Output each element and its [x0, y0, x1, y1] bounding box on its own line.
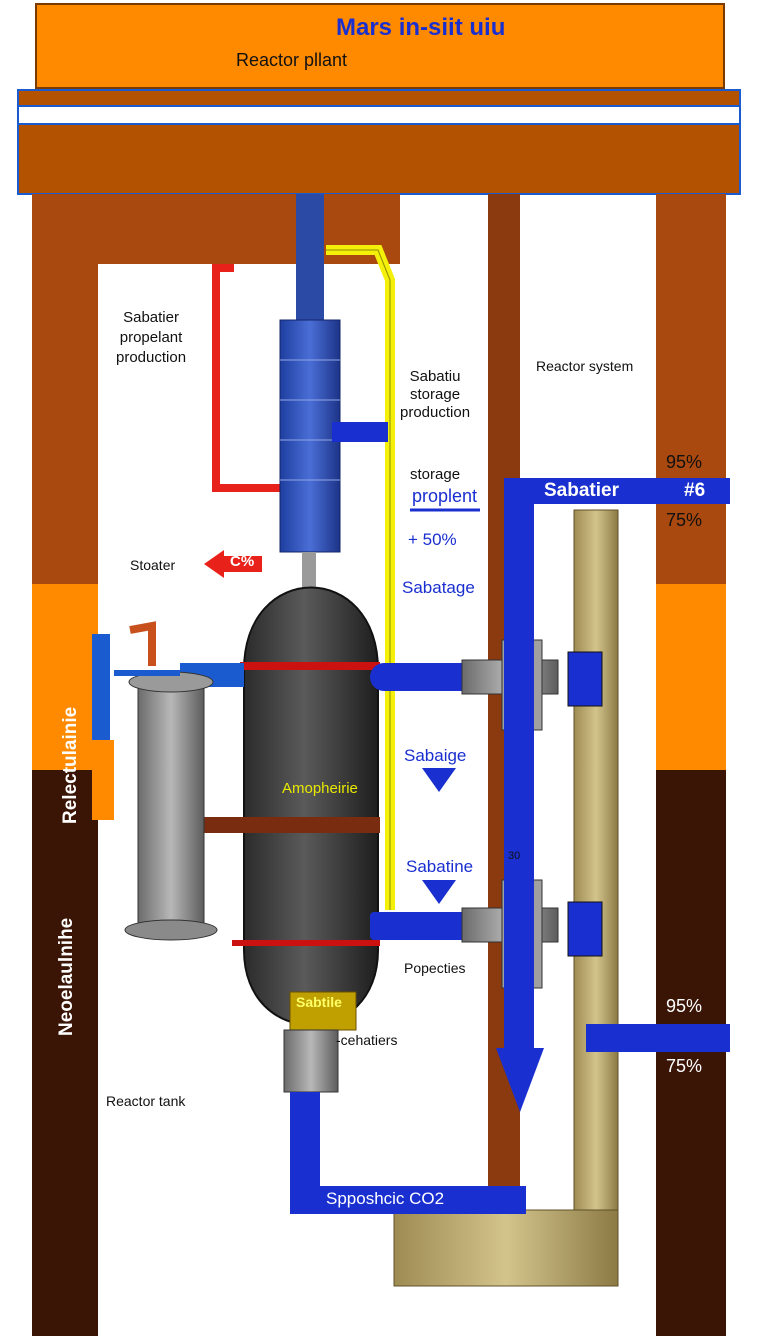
top-beam [17, 123, 741, 195]
pipe-number-label: #6 [684, 480, 706, 501]
column-neck [302, 552, 316, 598]
sabatage-label: Sabatage [402, 578, 475, 597]
page-subtitle: Reactor pllant [236, 50, 348, 70]
proplent-label: proplent [412, 486, 478, 506]
left-bent-pipe [129, 621, 156, 666]
percent-75-top: 75% [666, 510, 703, 530]
right-lower-pipe [586, 1024, 730, 1052]
cylinder-bottom-cap [124, 919, 218, 941]
main-reactor-tank [243, 586, 379, 1026]
tan-vertical-pipe [573, 509, 619, 1211]
vertical-left-label-lower: Neoelaulnihe [56, 917, 77, 1036]
header-banner [35, 3, 725, 89]
blue-down-arrow [496, 1048, 544, 1112]
sabatier-pipe [504, 478, 730, 504]
valve-lower-flange [567, 901, 603, 957]
stoater-label: Stoater [130, 557, 176, 573]
stoater-arrow-icon [204, 550, 262, 578]
percent-75-bottom: 75% [666, 1056, 703, 1076]
sabtile-label: Sabtile [296, 994, 342, 1010]
right-column-upper [656, 194, 726, 584]
tank-band-bottom [232, 940, 380, 946]
yellow-pipe-edge [326, 249, 391, 910]
left-column-dark [32, 770, 98, 1336]
blue-riser [296, 194, 324, 320]
blue-reactor-column [279, 319, 341, 553]
sabatine-down-arrow-icon [422, 880, 456, 904]
left-column-orange [32, 584, 98, 770]
red-return-pipe [212, 264, 282, 492]
grey-storage-cylinder [137, 681, 205, 931]
blue-down-pipe [504, 478, 534, 1048]
amopheirie-label: Amopheirie [282, 780, 358, 797]
reactor-tank-label: Reactor tank [106, 1093, 186, 1109]
percent-95-bottom: 95% [666, 996, 703, 1016]
top-rail [17, 89, 741, 107]
left-gauge-accent [92, 740, 114, 820]
valve-upper-flange [567, 651, 603, 707]
sabatiu-storage-label: Sabatiu storage production [400, 368, 471, 421]
vertical-left-label-upper: Relectulainie [60, 706, 81, 824]
sabatier-pipe-label: Sabatier [544, 480, 619, 501]
right-column-orange [656, 584, 726, 770]
percent-95-top: 95% [666, 452, 703, 472]
tank-band-mid [204, 817, 380, 833]
tan-bottom-pipe [393, 1209, 619, 1287]
plus-50-label: + 50% [408, 530, 457, 549]
tank-band-top [240, 662, 380, 670]
right-column-dark [656, 770, 726, 1336]
co2-pipe [290, 1186, 526, 1214]
cehatiers-label: -cehatiers [336, 1032, 398, 1048]
tank-outlet [283, 1029, 339, 1093]
top-rail-gap [17, 105, 741, 125]
co2-pipe-label: Spposhcic CO2 [326, 1189, 445, 1208]
tank-base-plate [289, 991, 357, 1031]
blue-side-bracket [332, 422, 388, 442]
sabatine-label: Sabatine [406, 857, 474, 876]
sabatier-production-label: Sabatier propelant production [116, 309, 187, 366]
sabaige-down-arrow-icon [422, 768, 456, 792]
storage-label: storage [410, 466, 461, 483]
c-percent-label: C% [230, 553, 255, 570]
page-title: Mars in-siit uiu [336, 14, 506, 41]
reactor-system-label: Reactor system [536, 358, 634, 374]
left-column-upper [32, 194, 98, 584]
valve-30-label: 30 [508, 850, 521, 862]
sabaige-label: Sabaige [404, 746, 467, 765]
popecties-label: Popecties [404, 960, 466, 976]
